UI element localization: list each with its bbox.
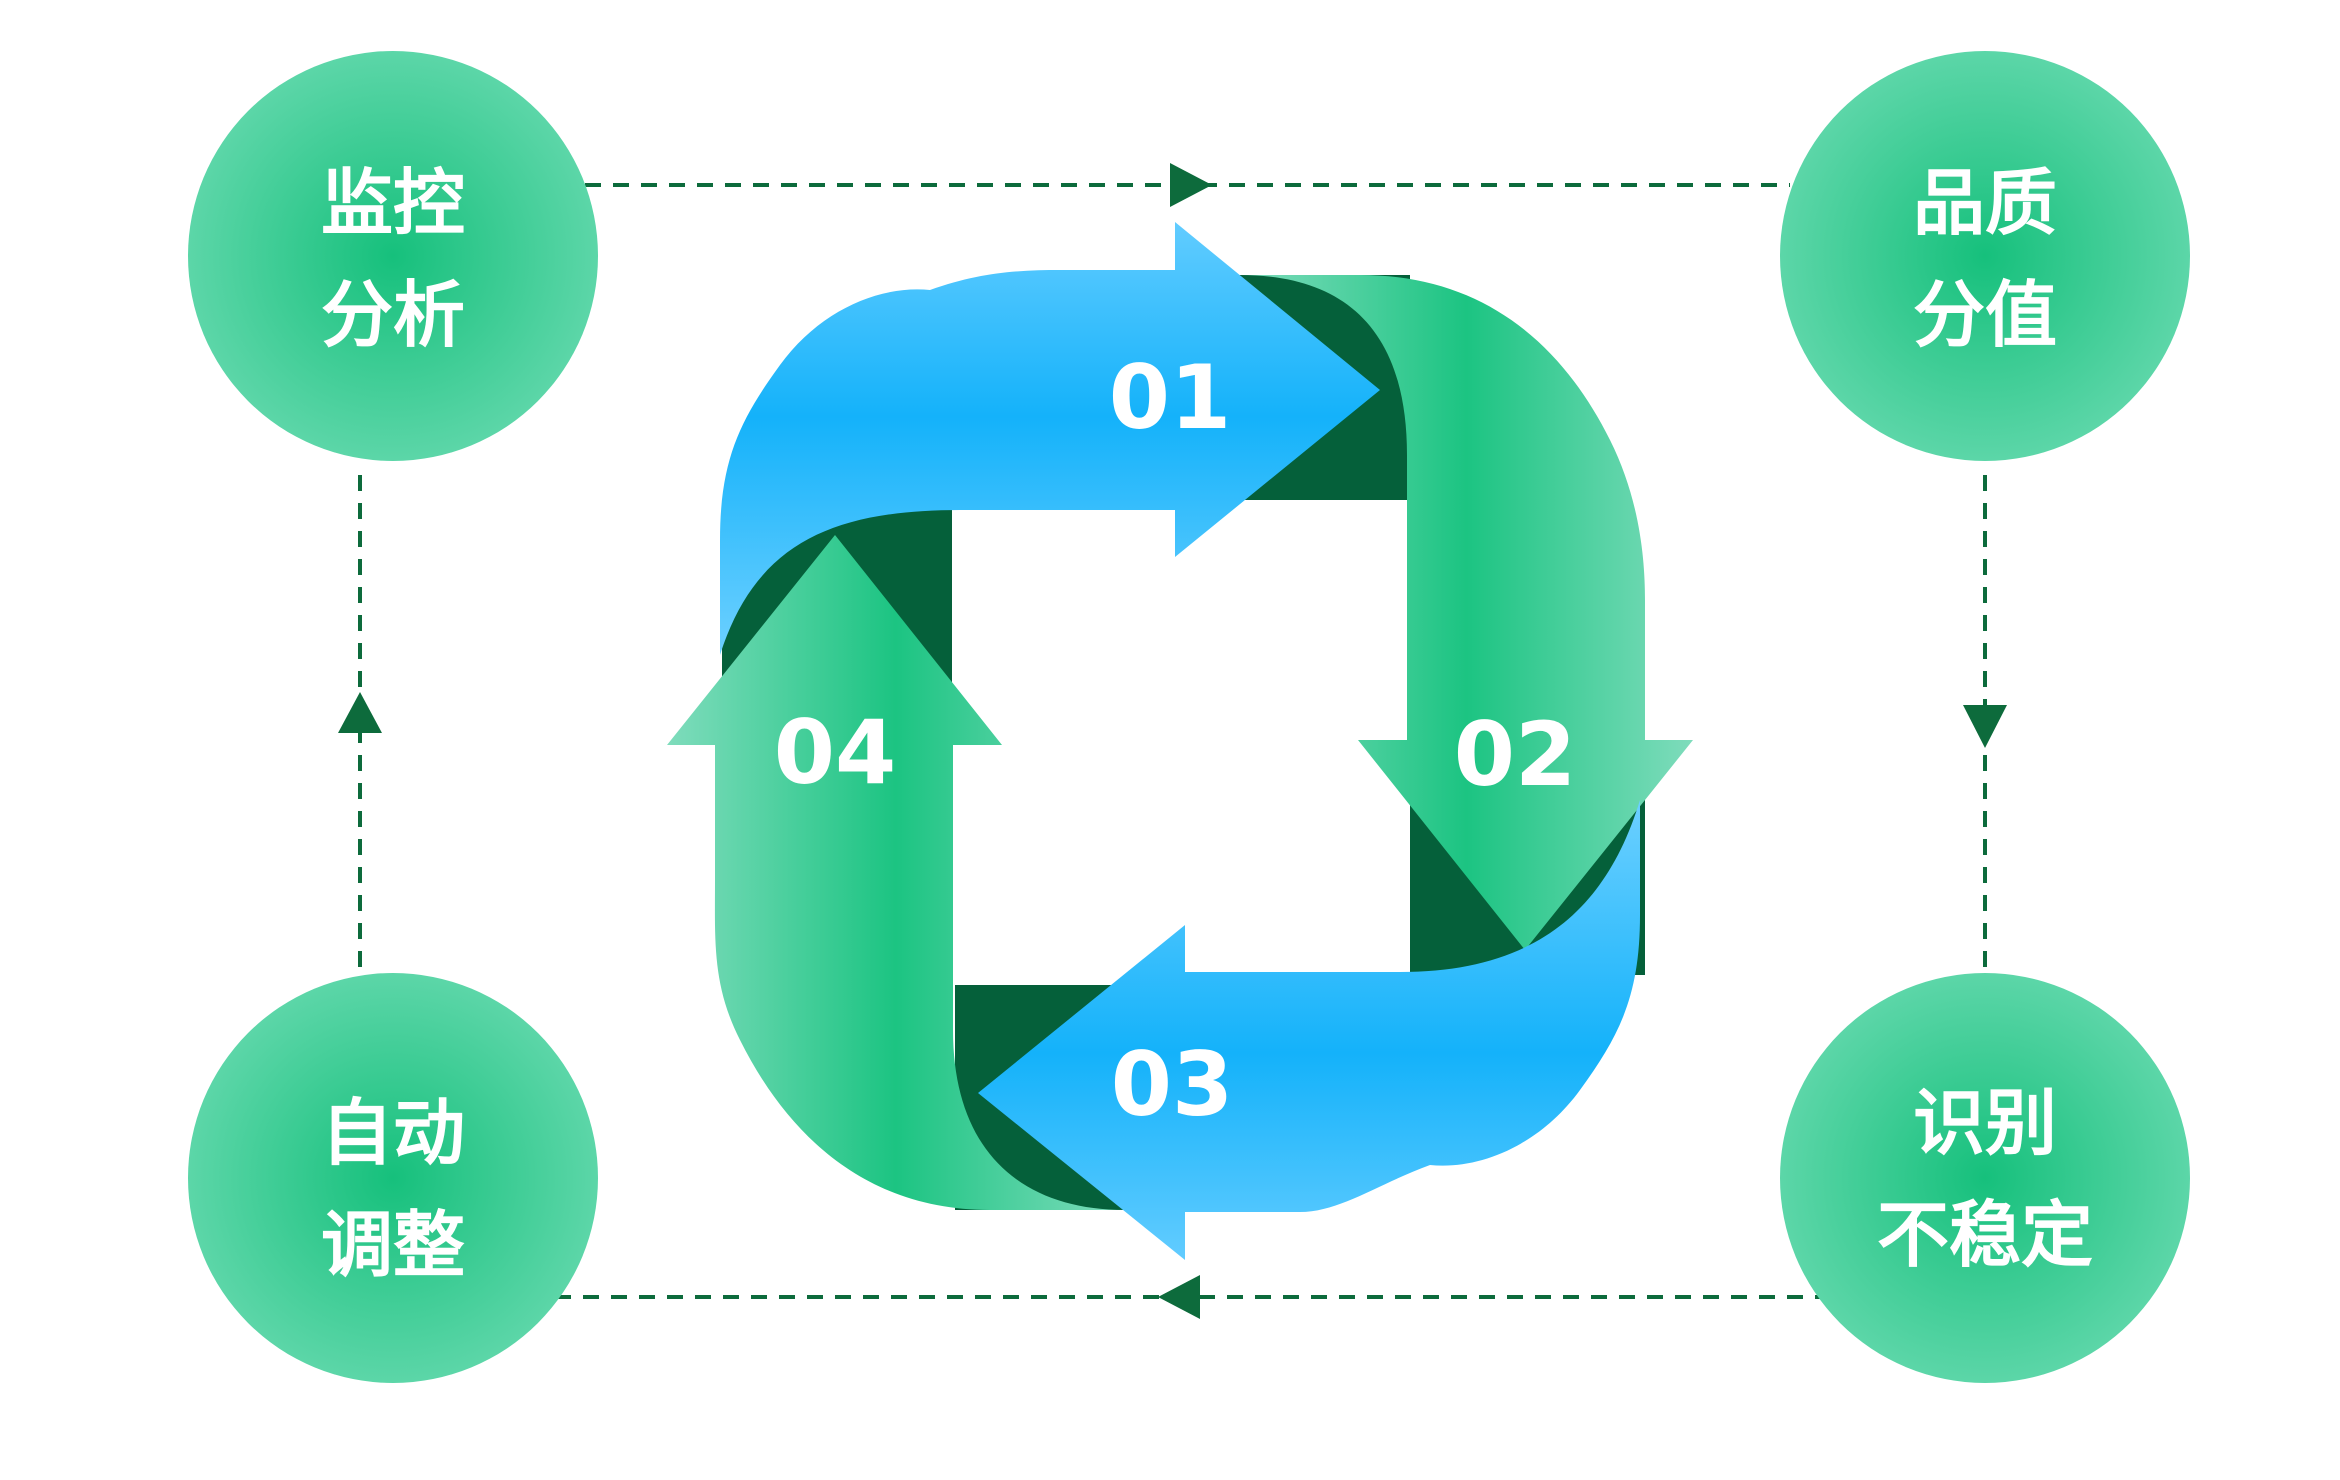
node-quality-line-1: 品质 [1913,161,2057,245]
node-identify: 识别 不稳定 [1780,973,2190,1383]
node-adjust-circle [188,973,598,1383]
node-quality: 品质 分值 [1780,51,2190,461]
node-monitor-line-2: 分析 [321,273,465,357]
step-label-04: 04 [774,701,896,804]
cycle-arrow-01 [720,222,1380,655]
connector-top-arrowhead [1170,163,1212,207]
node-monitor-line-1: 监控 [321,161,465,245]
cycle-arrow-04 [667,535,1125,1210]
node-adjust-line-2: 调整 [321,1203,465,1287]
connector-bottom-arrowhead [1158,1275,1200,1319]
node-identify-circle [1780,973,2190,1383]
step-label-02: 02 [1454,703,1576,806]
node-adjust: 自动 调整 [188,973,598,1383]
node-quality-circle [1780,51,2190,461]
dashed-connectors [338,163,2007,1319]
node-monitor-circle [188,51,598,461]
node-identify-line-2: 不稳定 [1877,1193,2093,1277]
connector-left-arrowhead [338,692,382,733]
connector-right-arrowhead [1963,705,2007,748]
node-quality-line-2: 分值 [1913,273,2057,357]
step-label-01: 01 [1109,346,1231,449]
cycle-arrow-02 [1240,275,1693,950]
step-label-03: 03 [1111,1033,1233,1136]
node-identify-line-1: 识别 [1913,1081,2057,1165]
node-adjust-line-1: 自动 [321,1091,465,1175]
node-monitor: 监控 分析 [188,51,598,461]
cycle-arrow-03 [978,800,1640,1260]
